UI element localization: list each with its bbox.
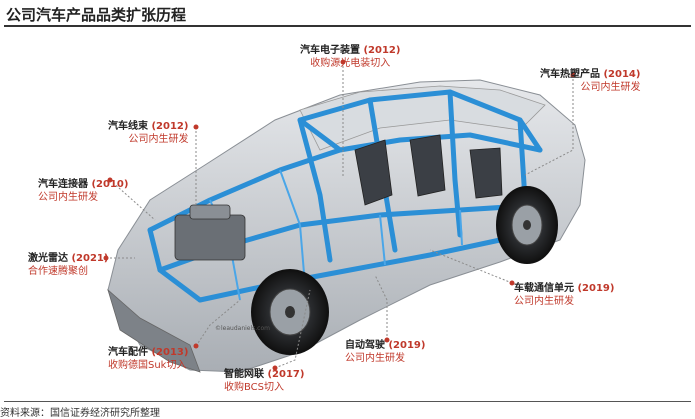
seats (354, 134, 503, 206)
label-connector: 汽车连接器 (2010) 公司内生研发 (38, 179, 129, 203)
source-note: 资料来源：国信证券经济研究所整理 (0, 408, 160, 419)
car-body-shell (107, 79, 586, 373)
watermark: ©leaudaniels.com (215, 325, 270, 332)
page-title: 公司汽车产品品类扩张历程 (6, 6, 187, 24)
label-parts: 汽车配件 (2013) 收购德国Suk切入 (108, 347, 189, 371)
bottom-divider (4, 401, 691, 402)
label-telematics: 车载通信单元 (2019) 公司内生研发 (514, 283, 615, 307)
leader-lines (106, 62, 574, 369)
rear-wheel (496, 186, 558, 264)
label-lidar: 激光雷达 (2021) 合作速腾聚创 (28, 253, 109, 277)
front-wheel (251, 269, 329, 355)
label-electronic-device: 汽车电子装置 (2012) 收购源光电装切入 (300, 45, 401, 69)
front-bumper (107, 288, 201, 373)
label-connected: 智能网联 (2017) 收购BCS切入 (224, 369, 305, 393)
engine-bay (174, 204, 246, 261)
label-thermoplastic: 汽车热塑产品 (2014) 公司内生研发 (540, 69, 641, 93)
label-harness: 汽车线束 (2012) 公司内生研发 (108, 121, 189, 145)
label-autopilot: 自动驾驶 (2019) 公司内生研发 (345, 340, 426, 364)
title-divider (4, 25, 691, 27)
leader-dots (103, 59, 576, 371)
